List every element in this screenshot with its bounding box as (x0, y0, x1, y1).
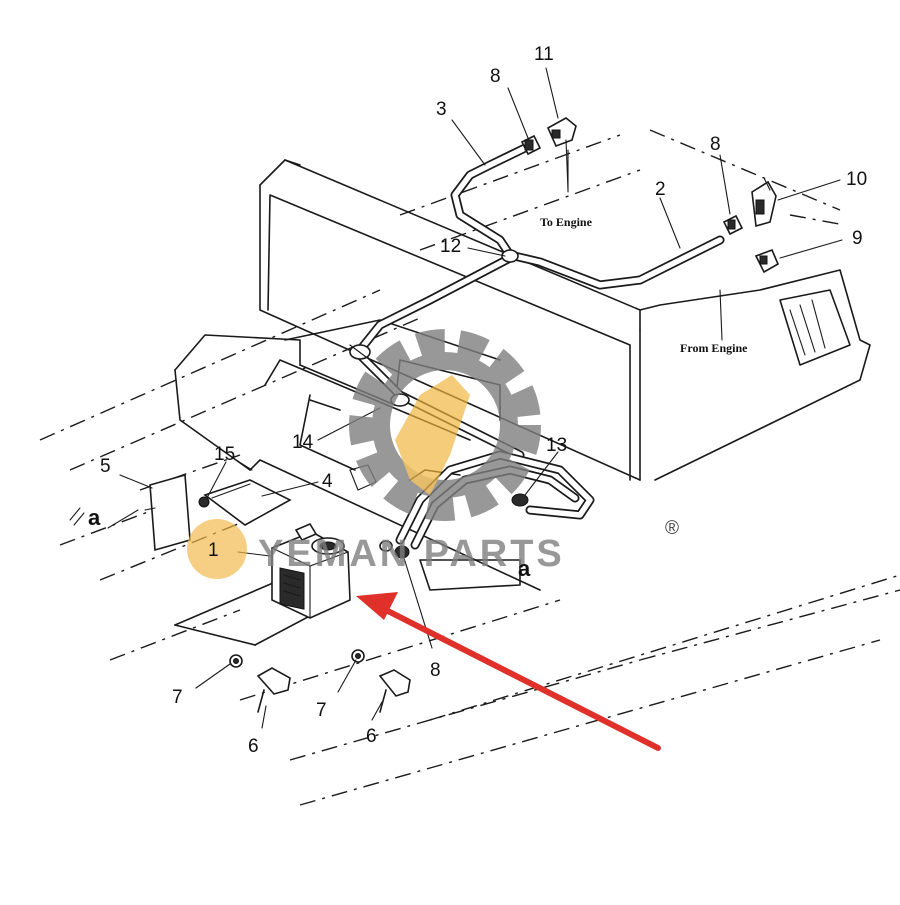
part-label-8-top: 8 (490, 66, 501, 87)
ref-letter-a-left: a (88, 505, 101, 530)
washer-7-right (351, 649, 365, 663)
pipe-12 (355, 253, 515, 355)
part-label-10: 10 (846, 169, 867, 190)
note-from-engine: From Engine (680, 341, 748, 355)
ref-letter-a-right: a (518, 556, 531, 581)
part-label-15: 15 (214, 444, 235, 465)
plate-4 (203, 479, 292, 526)
part-label-9: 9 (852, 228, 863, 249)
part-labels: 1 2 3 4 5 6 6 7 7 8 8 8 9 10 11 12 13 14… (100, 44, 867, 757)
watermark-brand: YEMAN PARTS (258, 533, 565, 575)
fitting-9 (754, 248, 780, 274)
part-label-5: 5 (100, 456, 111, 477)
bolt-6-right (378, 669, 411, 713)
part-label-12: 12 (440, 236, 461, 257)
watermark-flame-icon (395, 375, 470, 495)
part-label-7-left: 7 (172, 687, 183, 708)
bolt-6-left (256, 667, 291, 713)
part-label-11: 11 (534, 44, 554, 65)
fitting-8-lower (379, 540, 410, 559)
part-label-8-lower: 8 (430, 660, 441, 681)
note-to-engine: To Engine (540, 215, 593, 229)
part-label-13: 13 (546, 435, 567, 456)
part-label-4: 4 (322, 471, 333, 492)
red-arrow (356, 592, 661, 751)
registered-mark: ® (665, 518, 679, 539)
bracket-5 (144, 473, 191, 552)
washer-7-left (229, 654, 243, 668)
hose-3 (450, 143, 530, 260)
fitting-12 (501, 249, 519, 263)
watermark: YEMAN PARTS ® (187, 329, 679, 579)
fitting-13 (511, 493, 529, 507)
fitting-15 (198, 496, 210, 508)
part-label-3: 3 (436, 99, 447, 120)
leader-lines (107, 67, 843, 729)
part-label-14: 14 (292, 432, 314, 453)
part-label-1: 1 (208, 540, 219, 561)
watermark-gear-icon (349, 329, 541, 521)
fitting-8-top (520, 134, 542, 156)
part-label-6-left: 6 (248, 736, 259, 757)
hose-2 (505, 235, 725, 290)
part-label-2: 2 (655, 179, 666, 200)
part-1-component (271, 522, 351, 619)
part-label-8-right: 8 (710, 134, 721, 155)
fitting-11 (546, 117, 577, 191)
fitting-8-right (722, 214, 744, 236)
highlight-marker (187, 519, 247, 579)
part-label-6-right: 6 (366, 726, 377, 747)
part-label-7-right: 7 (316, 700, 327, 721)
fitting-10 (751, 177, 777, 228)
